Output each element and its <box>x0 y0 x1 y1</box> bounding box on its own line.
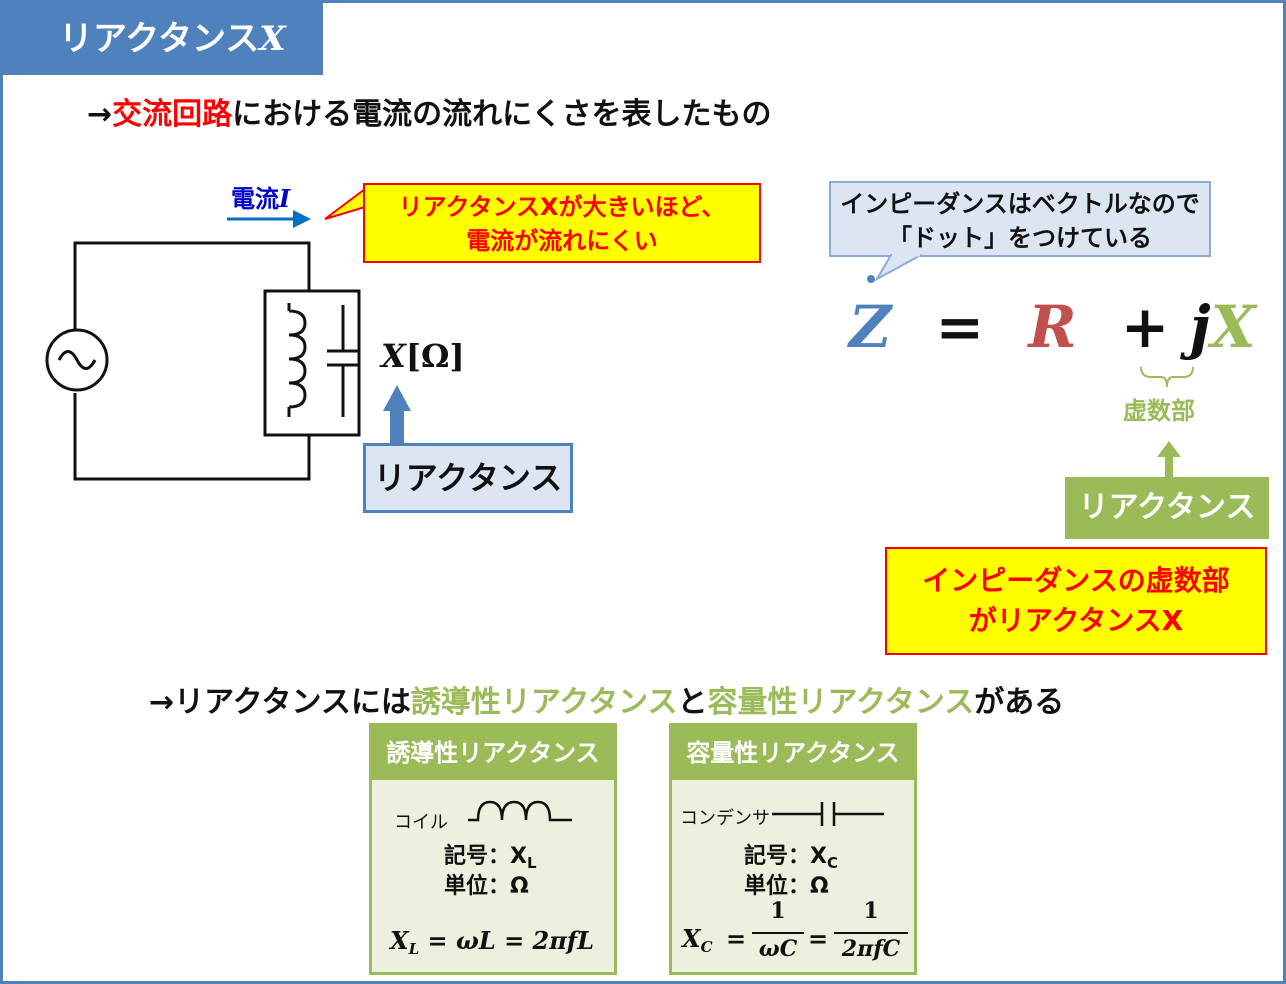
inductive-symbol-line: 記号：XL <box>444 838 537 872</box>
current-label-text: 電流 <box>231 185 279 213</box>
circuit-diagram <box>45 210 411 481</box>
slide-title: リアクタンスX <box>3 3 323 75</box>
reactance-label-box: リアクタンス <box>363 443 573 513</box>
capacitor-icon <box>327 305 359 417</box>
fraction-bar-2 <box>834 932 908 934</box>
impedance-r: R <box>1028 293 1077 361</box>
dot-mark-icon <box>867 275 875 283</box>
capacitive-highlight: 容量性リアクタンス <box>707 685 975 720</box>
capacitive-eq2: = <box>808 924 829 953</box>
capacitive-formula-sub: C <box>700 938 713 956</box>
inductive-formula-rest: = ωL = 2πfL <box>419 926 595 955</box>
reactance-var: X <box>381 337 406 375</box>
types-line: →リアクタンスには誘導性リアクタンスと容量性リアクタンスがある <box>149 677 1064 721</box>
plus-sign: + <box>1120 293 1170 361</box>
inductive-card-title: 誘導性リアクタンス <box>372 726 614 780</box>
types-lead: リアクタンスには <box>174 685 411 720</box>
vector-note-line1: インピーダンスはベクトルなので <box>840 190 1200 218</box>
capacitive-num2: 1 <box>863 898 879 924</box>
impedance-z: Z <box>849 275 892 361</box>
imag-unit-j: j <box>1189 293 1211 361</box>
capacitive-den2: 2πfC <box>841 936 901 962</box>
inductive-symbol-text: 記号：X <box>444 844 527 869</box>
title-var: X <box>259 19 286 59</box>
capacitive-symbol-sub: C <box>826 854 838 872</box>
coil-symbol-icon <box>468 800 572 822</box>
title-text: リアクタンス <box>59 19 260 59</box>
capacitive-num1: 1 <box>770 898 786 924</box>
green-up-arrow-icon <box>1157 441 1181 477</box>
fraction-bar-1 <box>752 932 804 934</box>
arrow-glyph: → <box>87 97 113 132</box>
imag-part-label: 虚数部 <box>1123 397 1195 425</box>
eq-sign: = <box>935 293 985 361</box>
capacitive-card-title: 容量性リアクタンス <box>672 726 914 780</box>
circuit-callout-line1: リアクタンスXが大きいほど、 <box>398 193 726 221</box>
capacitor-symbol-icon <box>772 802 884 826</box>
bubble-tail <box>874 253 922 282</box>
impedance-x: X <box>1210 293 1256 361</box>
types-end: がある <box>974 685 1065 720</box>
capacitive-den1: ωC <box>758 936 798 962</box>
inductive-formula: XL = ωL = 2πfL <box>390 926 594 958</box>
circuit-callout-line2: 電流が流れにくい <box>466 227 658 255</box>
load-box <box>263 289 361 437</box>
capacitive-symbol-line: 記号：XC <box>744 838 838 872</box>
impedance-equation: Z = R + jX <box>849 275 1256 363</box>
impedance-callout: インピーダンスの虚数部 がリアクタンスX <box>885 547 1267 655</box>
reactance-up-arrow-icon <box>390 409 404 443</box>
capacitive-unit-line: 単位：Ω <box>744 874 829 899</box>
capacitive-formula-lhs: XC <box>682 924 713 956</box>
vector-note-line2: 「ドット」をつけている <box>888 224 1152 252</box>
definition-line: →交流回路における電流の流れにくさを表したもの <box>87 89 772 133</box>
inductive-highlight: 誘導性リアクタンス <box>410 685 678 720</box>
inductive-card: 誘導性リアクタンス コイル 記号：XL 単位：Ω XL = ωL = 2πfL <box>369 723 617 975</box>
types-and: と <box>677 685 708 720</box>
capacitive-formula-x: X <box>682 924 701 953</box>
top-wire <box>73 241 311 358</box>
impedance-z-text: Z <box>849 293 892 361</box>
impedance-callout-line2: がリアクタンスX <box>968 604 1184 637</box>
circuit-callout: リアクタンスXが大きいほど、 電流が流れにくい <box>363 183 761 263</box>
capacitive-symbol-text: 記号：X <box>744 844 827 869</box>
inductive-formula-x: X <box>390 926 409 955</box>
coil-icon <box>288 309 307 409</box>
inductive-formula-sub: L <box>408 940 420 958</box>
reactance-unit: [Ω] <box>405 337 465 375</box>
inductive-symbol-sub: L <box>526 854 537 872</box>
current-var: I <box>279 184 291 213</box>
current-label: 電流I <box>231 179 290 214</box>
vector-note-bubble: インピーダンスはベクトルなので 「ドット」をつけている <box>829 181 1211 257</box>
capacitive-card: 容量性リアクタンス コンデンサ 記号：XC 単位：Ω XC = 1 ωC = 1… <box>669 723 917 975</box>
imag-brace <box>1140 366 1194 388</box>
bottom-wire <box>73 393 311 481</box>
coil-label: コイル <box>394 812 448 833</box>
reactance-symbol: X[Ω] <box>381 337 465 375</box>
ac-circuit-highlight: 交流回路 <box>112 97 233 132</box>
capacitive-eq1: = <box>726 924 747 953</box>
imag-reactance-label-box: リアクタンス <box>1065 477 1269 539</box>
impedance-callout-line1: インピーダンスの虚数部 <box>922 564 1230 597</box>
inductive-unit-line: 単位：Ω <box>444 874 529 899</box>
arrow-glyph-2: → <box>149 685 175 720</box>
capacitor-label: コンデンサ <box>680 808 770 829</box>
definition-rest: における電流の流れにくさを表したもの <box>232 97 772 132</box>
